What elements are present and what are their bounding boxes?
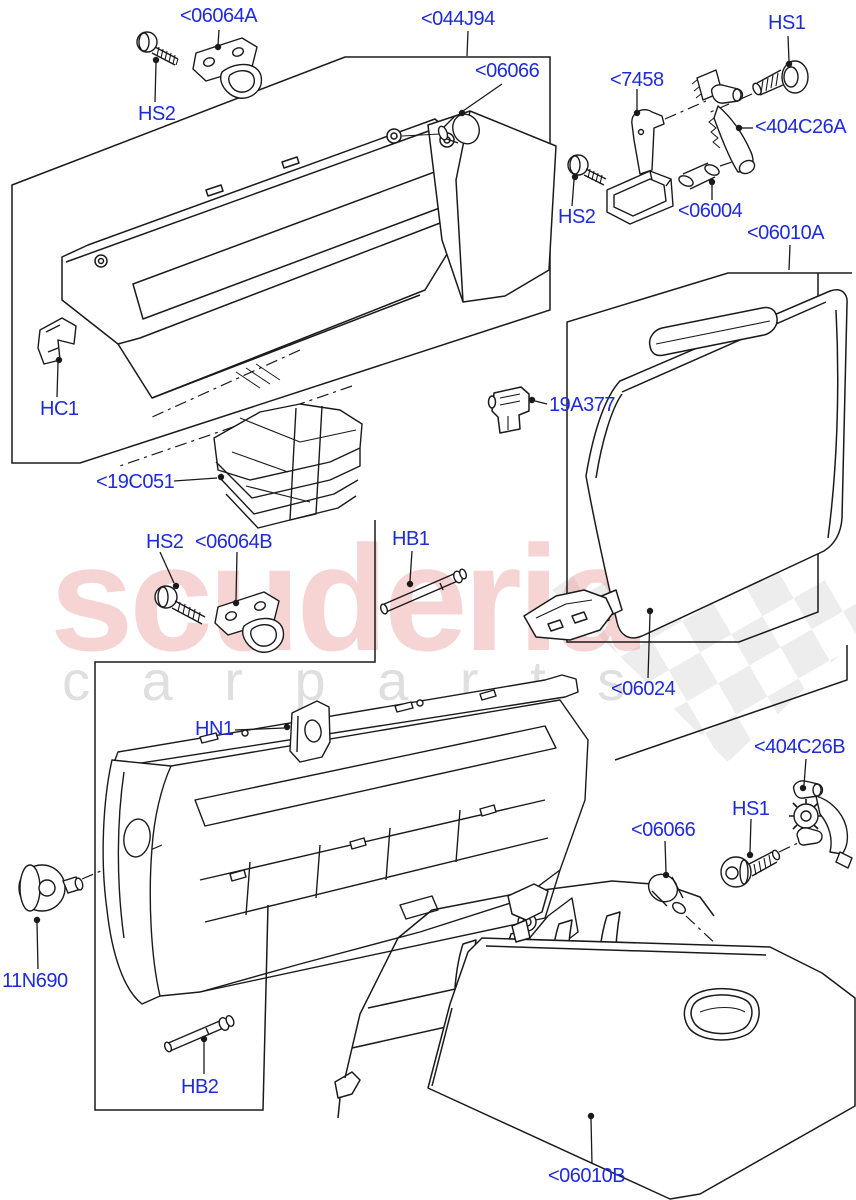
clip-hc1-drawing (37, 317, 77, 365)
part-label-06010a[interactable]: <06010A (747, 222, 825, 244)
part-label-404c26b[interactable]: <404C26B (754, 736, 846, 758)
frame-box-housing (94, 520, 376, 1111)
frame-box-upper-tray (11, 56, 551, 464)
part-label-hs1-top[interactable]: HS1 (768, 12, 806, 34)
part-label-hc1[interactable]: HC1 (40, 398, 79, 420)
part-label-044j94[interactable]: <044J94 (421, 8, 495, 30)
part-label-404c26a[interactable]: <404C26A (755, 116, 847, 138)
part-label-06066-bottom[interactable]: <06066 (631, 819, 696, 841)
part-label-hb1[interactable]: HB1 (392, 528, 430, 550)
knob-and-pin-drawing (18, 864, 235, 1053)
part-label-hb2[interactable]: HB2 (181, 1076, 219, 1098)
part-label-hs1-bottom[interactable]: HS1 (732, 798, 770, 820)
frame-line-right (614, 645, 848, 761)
frame-boxes (11, 56, 852, 1111)
lid-drawing (487, 289, 848, 641)
part-label-06024[interactable]: <06024 (611, 678, 676, 700)
housing-drawing (102, 674, 589, 1005)
upper-tray-drawing (61, 110, 557, 399)
striker-b-and-screw-drawing (154, 585, 285, 653)
part-label-06010b[interactable]: <06010B (548, 1165, 626, 1187)
part-label-06004[interactable]: <06004 (678, 200, 743, 222)
part-label-11n690[interactable]: 11N690 (2, 970, 68, 992)
part-label-hs2-bottom[interactable]: HS2 (146, 531, 184, 553)
part-label-06064a[interactable]: <06064A (180, 5, 258, 27)
divider-19c051-drawing (213, 403, 363, 529)
bumper-top-drawing (401, 113, 480, 145)
part-label-06066-top[interactable]: <06066 (475, 60, 540, 82)
part-label-19a377[interactable]: 19A377 (549, 394, 615, 416)
striker-a-and-screw-drawing (136, 31, 263, 99)
part-label-hn1[interactable]: HN1 (195, 718, 234, 740)
part-label-hs2-top[interactable]: HS2 (138, 103, 176, 125)
check-strap-a-drawing (678, 60, 809, 190)
part-label-hs2-mid[interactable]: HS2 (558, 206, 596, 228)
watermark-brand-text: scuderia (50, 514, 641, 682)
check-strap-b-drawing (647, 780, 853, 915)
frame-box-lid (566, 272, 852, 643)
part-label-19c051[interactable]: <19C051 (96, 471, 175, 493)
part-label-7458[interactable]: <7458 (610, 69, 664, 91)
leader-dots (33, 43, 807, 1120)
outer-door-drawing (334, 880, 856, 1200)
hinge-pin-hb1-drawing (380, 568, 467, 615)
part-label-06064b[interactable]: <06064B (195, 531, 273, 553)
bracket-7458-drawing (567, 108, 674, 225)
leader-lines (36, 29, 807, 1165)
